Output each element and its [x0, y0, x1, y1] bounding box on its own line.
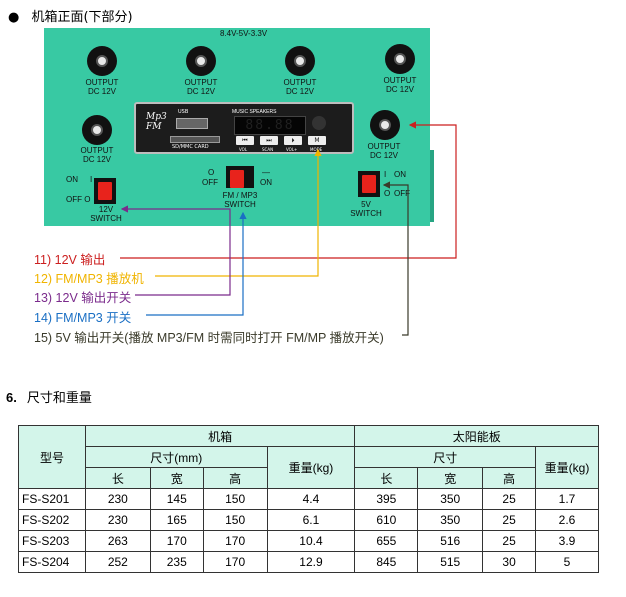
- cell-solar-weight: 2.6: [536, 510, 599, 531]
- legend-item-15: 15) 5V 输出开关(播放 MP3/FM 时需同时打开 FM/MP 播放开关): [34, 327, 384, 346]
- cell-box-weight: 4.4: [267, 489, 355, 510]
- header-solar-length: 长: [355, 468, 418, 489]
- spec-table: 型号 机箱 太阳能板 尺寸(mm) 重量(kg) 尺寸 重量(kg) 长 宽 高…: [18, 425, 599, 573]
- header-solar-height: 高: [483, 468, 536, 489]
- cell-box-weight: 10.4: [267, 531, 355, 552]
- cell-solar-weight: 1.7: [536, 489, 599, 510]
- cell-box-height: 170: [203, 531, 267, 552]
- header-solar: 太阳能板: [355, 426, 599, 447]
- cell-solar-weight: 5: [536, 552, 599, 573]
- cell-solar-length: 655: [355, 531, 418, 552]
- cell-solar-height: 30: [483, 552, 536, 573]
- cell-box-width: 170: [150, 531, 203, 552]
- cell-box-height: 150: [203, 489, 267, 510]
- cell-solar-height: 25: [483, 489, 536, 510]
- section-heading: 6. 尺寸和重量: [6, 387, 92, 406]
- cell-box-width: 145: [150, 489, 203, 510]
- cell-solar-width: 350: [418, 510, 483, 531]
- legend-item-14: 14) FM/MP3 开关: [34, 307, 131, 326]
- header-box-weight: 重量(kg): [267, 447, 355, 489]
- table-row: FS-S201 230 145 150 4.4 395 350 25 1.7: [19, 489, 599, 510]
- cell-solar-length: 610: [355, 510, 418, 531]
- cell-box-length: 230: [85, 510, 150, 531]
- header-box-height: 高: [203, 468, 267, 489]
- cell-model: FS-S201: [19, 489, 86, 510]
- cell-solar-length: 395: [355, 489, 418, 510]
- header-box: 机箱: [85, 426, 354, 447]
- section-title: 尺寸和重量: [27, 391, 92, 406]
- header-box-size: 尺寸(mm): [85, 447, 267, 468]
- header-solar-size: 尺寸: [355, 447, 536, 468]
- header-box-length: 长: [85, 468, 150, 489]
- cell-box-weight: 12.9: [267, 552, 355, 573]
- arrow-11: [120, 125, 456, 258]
- cell-solar-width: 515: [418, 552, 483, 573]
- cell-solar-height: 25: [483, 531, 536, 552]
- cell-box-length: 230: [85, 489, 150, 510]
- cell-box-weight: 6.1: [267, 510, 355, 531]
- cell-solar-length: 845: [355, 552, 418, 573]
- cell-model: FS-S204: [19, 552, 86, 573]
- table-row: FS-S204 252 235 170 12.9 845 515 30 5: [19, 552, 599, 573]
- legend-item-11: 11) 12V 输出: [34, 249, 105, 268]
- cell-box-width: 235: [150, 552, 203, 573]
- header-box-width: 宽: [150, 468, 203, 489]
- cell-model: FS-S202: [19, 510, 86, 531]
- cell-box-length: 252: [85, 552, 150, 573]
- section-number: 6.: [6, 390, 17, 405]
- legend-item-13: 13) 12V 输出开关: [34, 287, 131, 306]
- cell-box-height: 170: [203, 552, 267, 573]
- legend-item-12: 12) FM/MP3 播放机: [34, 268, 144, 287]
- header-solar-weight: 重量(kg): [536, 447, 599, 489]
- header-solar-width: 宽: [418, 468, 483, 489]
- cell-model: FS-S203: [19, 531, 86, 552]
- cell-box-height: 150: [203, 510, 267, 531]
- table-row: FS-S202 230 165 150 6.1 610 350 25 2.6: [19, 510, 599, 531]
- arrow-14: [146, 213, 243, 315]
- cell-solar-height: 25: [483, 510, 536, 531]
- cell-solar-weight: 3.9: [536, 531, 599, 552]
- cell-solar-width: 516: [418, 531, 483, 552]
- table-row: FS-S203 263 170 170 10.4 655 516 25 3.9: [19, 531, 599, 552]
- cell-box-width: 165: [150, 510, 203, 531]
- callout-arrows: [0, 0, 626, 360]
- cell-solar-width: 350: [418, 489, 483, 510]
- arrow-15: [384, 185, 408, 335]
- arrow-12: [155, 150, 318, 276]
- header-model: 型号: [19, 426, 86, 489]
- cell-box-length: 263: [85, 531, 150, 552]
